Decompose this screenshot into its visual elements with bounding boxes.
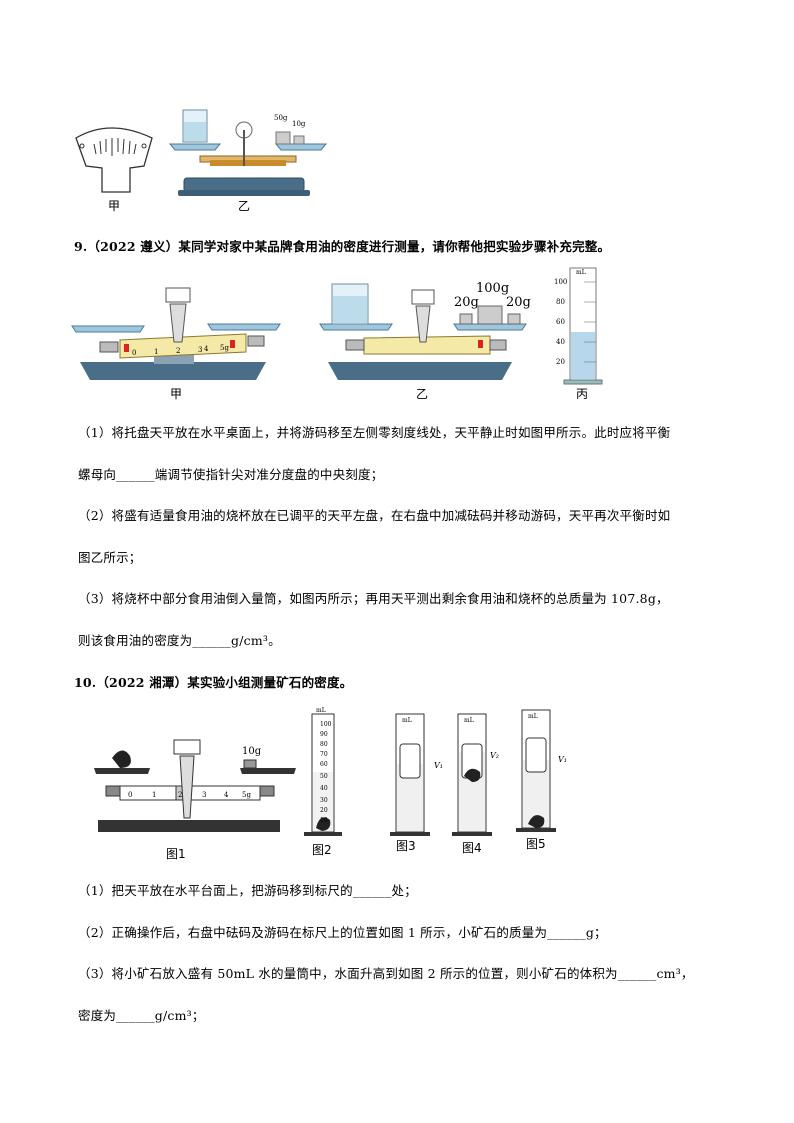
q9-rule-4-a: 4 — [204, 345, 209, 353]
q10-caption-fig5: 图5 — [526, 837, 546, 851]
q10-fig2-10: 10 — [320, 817, 328, 824]
q9-cyl-20: 20 — [556, 358, 565, 366]
q10-fig4-unit: mL — [464, 717, 474, 724]
q10-fig5-unit: mL — [528, 713, 538, 720]
q9-step3-line1: （3）将烧杯中部分食用油倒入量筒，如图丙所示；再用天平测出剩余食用油和烧杯的总质… — [78, 591, 669, 606]
dial-scale-diagram — [75, 127, 153, 193]
q10-rule-2: 2 — [178, 791, 182, 799]
balance-diagram-fig1 — [94, 739, 296, 832]
q10-rule-5: 5g — [242, 791, 251, 799]
q10-caption-fig3: 图3 — [396, 839, 416, 853]
top-weight-10g: 10g — [292, 120, 306, 128]
measuring-cylinder — [563, 267, 603, 385]
q10-rule-1: 1 — [152, 791, 156, 799]
q10-fig2-70: 70 — [320, 751, 328, 758]
q10-fig2-60: 60 — [320, 761, 328, 768]
q9-caption-b: 乙 — [416, 387, 428, 401]
top-weight-50g: 50g — [274, 114, 288, 122]
q9-step3-line2: 则该食用油的密度为______g/cm³。 — [78, 633, 281, 648]
q10-fig5-v1: V₁ — [558, 755, 567, 764]
q9-weight-20g-right: 20g — [506, 295, 531, 310]
cylinder-fig5 — [516, 709, 556, 832]
top-caption-right: 乙 — [238, 199, 250, 213]
q10-caption-fig1: 图1 — [166, 847, 186, 861]
top-figure: 甲 50g 10g 乙 — [75, 109, 328, 213]
q10-step3-line2: 密度为______g/cm³； — [78, 1008, 205, 1023]
q9-step2-line2: 图乙所示； — [78, 550, 142, 565]
q10-caption-fig2: 图2 — [312, 843, 332, 857]
q10-fig2-40: 40 — [320, 785, 328, 792]
q9-caption-a: 甲 — [170, 387, 182, 401]
q9-step1-line2: 螺母向______端调节使指针尖对准分度盘的中央刻度； — [78, 467, 384, 482]
cylinder-fig4 — [452, 713, 492, 836]
q9-cyl-100: 100 — [554, 278, 567, 286]
q10-step1: （1）把天平放在水平台面上，把游码移到标尺的______处； — [78, 883, 417, 898]
balance-diagram-a — [71, 287, 281, 380]
q10-rule-0: 0 — [128, 791, 132, 799]
q10-fig2-80: 80 — [320, 741, 328, 748]
q9-cyl-80: 80 — [556, 298, 565, 306]
q10-fig2-90: 90 — [320, 731, 328, 738]
q9-rule-3-a: 3 — [198, 346, 202, 354]
q9-weight-100g: 100g — [476, 281, 509, 296]
q10-weight-10g: 10g — [242, 746, 262, 757]
q10-step3-line1: （3）将小矿石放入盛有 50mL 水的量筒中，水面升高到如图 2 所示的位置，则… — [78, 966, 694, 981]
q9-weight-20g-left: 20g — [454, 295, 479, 310]
balance-diagram-b — [319, 283, 527, 380]
q9-rule-0-a: 0 — [132, 349, 136, 357]
q10-fig3-unit: mL — [402, 717, 412, 724]
q9-cyl-unit: mL — [576, 269, 586, 276]
q10-fig2-30: 30 — [320, 797, 328, 804]
q10-fig2-50: 50 — [320, 773, 328, 780]
q9-cyl-40: 40 — [556, 338, 565, 346]
cylinder-fig2 — [304, 713, 342, 836]
q10-fig2-20: 20 — [320, 807, 328, 814]
q9-rule-1-a: 1 — [154, 348, 158, 356]
q10-fig2-100: 100 — [320, 721, 332, 728]
q9-cyl-60: 60 — [556, 318, 565, 326]
top-caption-left: 甲 — [108, 199, 120, 213]
balance-diagram-top — [168, 109, 328, 196]
q10-step2: （2）正确操作后，右盘中砝码及游码在标尺上的位置如图 1 所示，小矿石的质量为_… — [78, 925, 607, 940]
q9-step2-line1: （2）将盛有适量食用油的烧杯放在已调平的天平左盘，在右盘中加减砝码并移动游码，天… — [78, 508, 671, 523]
q9-rule-2-a: 2 — [176, 347, 180, 355]
cylinder-fig3 — [390, 713, 430, 836]
q10-figure: 10g 0 1 2 3 4 5g 图1 mL 100 90 80 70 60 5… — [94, 707, 567, 861]
q9-step1-line1: （1）将托盘天平放在水平桌面上，并将游码移至左侧零刻度线处，天平静止时如图甲所示… — [78, 425, 671, 440]
q10-title: 10.（2022 湘潭）某实验小组测量矿石的密度。 — [74, 675, 353, 690]
q10-fig4-v2: V₂ — [490, 751, 499, 760]
q9-caption-c: 丙 — [576, 387, 588, 401]
q10-fig3-v1: V₁ — [434, 761, 443, 770]
q10-caption-fig4: 图4 — [462, 841, 482, 855]
q10-rule-4: 4 — [224, 791, 229, 799]
q10-rule-3: 3 — [202, 791, 206, 799]
q9-figure: 0 1 2 3 4 5g 甲 20g 100g 20g 乙 mL 100 8 — [71, 267, 603, 401]
q10-fig2-unit: mL — [316, 707, 326, 714]
q9-title: 9.（2022 遵义）某同学对家中某品牌食用油的密度进行测量，请你帮他把实验步骤… — [74, 239, 611, 254]
q9-rule-5-a: 5g — [220, 344, 229, 352]
